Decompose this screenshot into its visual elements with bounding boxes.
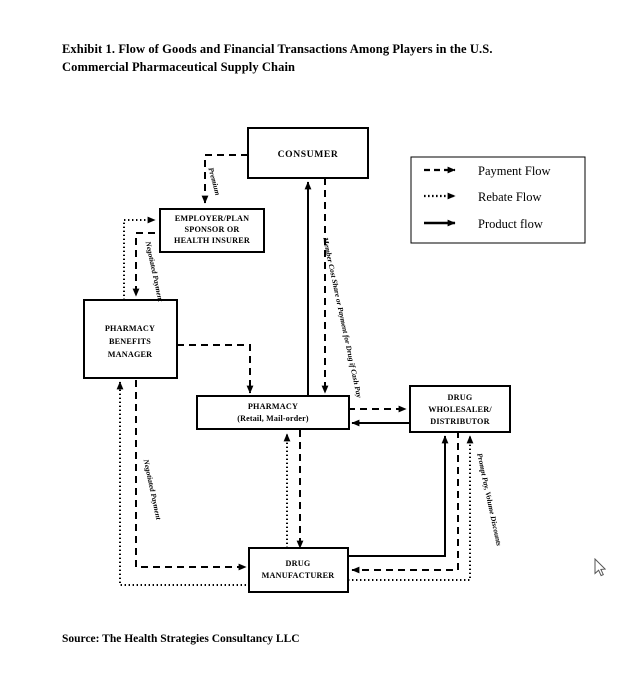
node-pbm-label-1: PHARMACY	[105, 324, 155, 333]
node-wholesaler-label-3: DISTRIBUTOR	[430, 417, 489, 426]
node-employer[interactable]: EMPLOYER/PLAN SPONSOR OR HEALTH INSURER	[159, 208, 265, 253]
edge-rebate-manufacturer-pbm	[116, 381, 250, 586]
edge-payment-wholesaler-manufacturer	[351, 431, 459, 574]
node-employer-label-2: SPONSOR OR	[185, 225, 240, 234]
edge-label-negotiated-payment-bottom: Negotiated Payment	[141, 458, 163, 522]
edge-label-prompt-pay: Prompt Pay, Volume Discounts	[475, 452, 503, 547]
legend-label-rebate-flow: Rebate Flow	[478, 190, 542, 204]
edge-negotiated-payment-employer-pbm	[132, 232, 155, 297]
edge-label-member-cost-share: Member Cost Share or Payment for Drug if…	[321, 236, 364, 400]
node-wholesaler-label-1: DRUG	[448, 393, 473, 402]
node-pharmacy-label-2: (Retail, Mail-order)	[237, 414, 309, 423]
node-drug-manufacturer[interactable]: DRUG MANUFACTURER	[248, 547, 349, 593]
node-employer-label-1: EMPLOYER/PLAN	[175, 214, 249, 223]
node-drug-wholesaler[interactable]: DRUG WHOLESALER/ DISTRIBUTOR	[409, 385, 511, 433]
node-pharmacy-label-1: PHARMACY	[248, 402, 298, 411]
node-employer-label-3: HEALTH INSURER	[174, 236, 250, 245]
node-pbm-label-2: BENEFITS	[109, 337, 151, 346]
node-wholesaler-label-2: WHOLESALER/	[428, 405, 492, 414]
legend-item-payment-flow: Payment Flow	[424, 164, 551, 178]
legend-label-product-flow: Product flow	[478, 217, 543, 231]
node-pharmacy[interactable]: PHARMACY (Retail, Mail-order)	[196, 395, 350, 430]
node-manufacturer-label-1: DRUG	[286, 559, 311, 568]
node-pbm-label-3: MANAGER	[108, 350, 153, 359]
edge-rebate-manufacturer-wholesaler	[348, 435, 474, 581]
edge-label-premium: Premium	[206, 166, 222, 196]
node-pharmacy-benefits-manager[interactable]: PHARMACY BENEFITS MANAGER	[83, 299, 178, 379]
legend: Payment Flow Rebate Flow Product flow	[410, 156, 586, 244]
node-consumer[interactable]: CONSUMER	[247, 127, 369, 179]
edge-premium	[201, 154, 248, 204]
mouse-cursor-icon	[594, 558, 606, 577]
node-manufacturer-label-2: MANUFACTURER	[262, 571, 335, 580]
page-title: Exhibit 1. Flow of Goods and Financial T…	[62, 42, 493, 75]
edge-payment-pbm-pharmacy	[177, 344, 254, 394]
edge-rebate-pbm-employer	[123, 216, 156, 300]
legend-item-rebate-flow: Rebate Flow	[424, 190, 542, 204]
edge-negotiated-payment-pbm-manufacturer	[135, 380, 247, 571]
legend-label-payment-flow: Payment Flow	[478, 164, 551, 178]
edge-product-manufacturer-wholesaler	[348, 435, 449, 557]
node-consumer-label: CONSUMER	[278, 149, 339, 160]
legend-item-product-flow: Product flow	[424, 217, 543, 231]
source-note: Source: The Health Strategies Consultanc…	[62, 633, 300, 645]
